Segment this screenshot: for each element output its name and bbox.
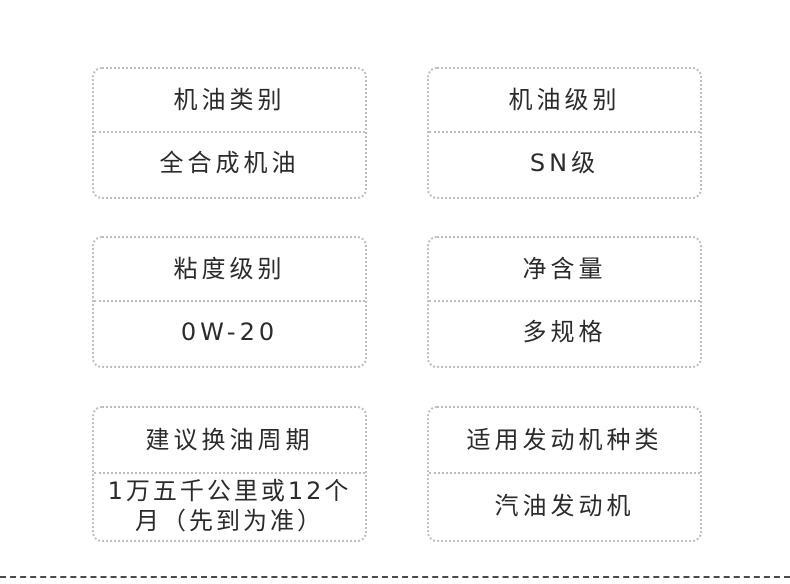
spec-label: 机油级别 [429, 69, 700, 133]
spec-value: 全合成机油 [159, 149, 300, 177]
spec-card-viscosity: 粘度级别 0W-20 [92, 236, 367, 368]
spec-value: 汽油发动机 [494, 492, 635, 520]
spec-value: 多规格 [522, 318, 607, 346]
spec-card-net-content: 净含量 多规格 [427, 236, 702, 368]
spec-value: 1万五千公里或12个月（先到为准） [107, 477, 352, 535]
spec-label: 适用发动机种类 [429, 408, 700, 474]
spec-label: 净含量 [429, 238, 700, 302]
spec-label: 粘度级别 [94, 238, 365, 302]
spec-label: 机油类别 [94, 69, 365, 133]
spec-card-change-interval: 建议换油周期 1万五千公里或12个月（先到为准） [92, 406, 367, 542]
spec-card-oil-grade: 机油级别 SN级 [427, 67, 702, 199]
spec-value: SN级 [529, 149, 600, 177]
spec-card-oil-category: 机油类别 全合成机油 [92, 67, 367, 199]
spec-card-engine-type: 适用发动机种类 汽油发动机 [427, 406, 702, 542]
bottom-dashed-divider [0, 576, 790, 578]
spec-value: 0W-20 [180, 318, 279, 346]
spec-label: 建议换油周期 [94, 408, 365, 474]
